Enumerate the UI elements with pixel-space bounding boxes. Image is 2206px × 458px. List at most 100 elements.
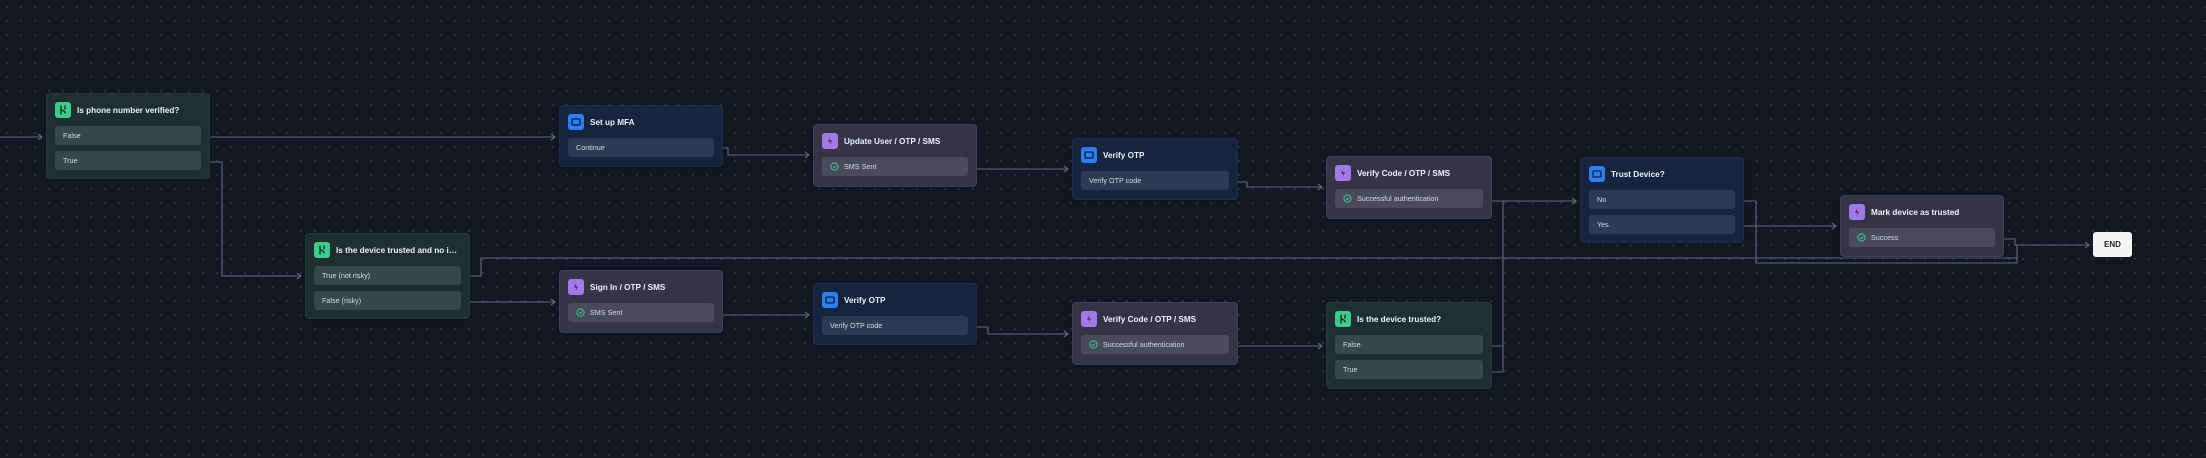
node-verify-code-otp-sms-bottom[interactable]: Verify Code / OTP / SMS Successful authe… [1072,302,1238,365]
branch-true-not-risky[interactable]: True (not risky) [314,266,461,285]
end-label: END [2104,240,2121,249]
node-is-device-trusted-and-no-impossible-travel[interactable]: Is the device trusted and no imp... True… [305,233,470,319]
branch-icon [1335,311,1351,327]
edge-arrowhead [2084,241,2090,249]
branch-label: False (risky) [322,296,362,305]
branch-continue[interactable]: Continue [568,138,714,157]
edge-verify-otp-to-verify-code [1234,181,1322,188]
branch-yes[interactable]: Yes [1589,215,1735,234]
check-circle-icon [1857,233,1866,242]
check-circle-icon [830,162,839,171]
edge-arrowhead [296,272,302,280]
branch-label: False [1343,340,1361,349]
node-header: Is the device trusted and no imp... [314,241,461,259]
branch-label: True (not risky) [322,271,371,280]
node-title: Is phone number verified? [77,105,180,115]
screen-icon [822,292,838,308]
node-header: Verify Code / OTP / SMS [1335,164,1483,182]
branch-successful-authentication[interactable]: Successful authentication [1081,335,1229,354]
node-title: Verify Code / OTP / SMS [1357,168,1451,178]
branch-success[interactable]: Success [1849,228,1995,247]
edge-arrowhead [804,151,810,159]
node-verify-code-otp-sms-top[interactable]: Verify Code / OTP / SMS Successful authe… [1326,156,1492,219]
edge-arrowhead [1317,342,1323,350]
edge-arrowhead [550,133,556,141]
lightning-icon [822,133,838,149]
node-set-up-mfa[interactable]: Set up MFA Continue [559,105,723,167]
branch-false-risky[interactable]: False (risky) [314,291,461,310]
edge-setup-mfa-to-update-user [719,147,809,156]
node-title: Set up MFA [590,117,635,127]
node-verify-otp-bottom[interactable]: Verify OTP Verify OTP code [813,283,977,345]
branch-no[interactable]: No [1589,190,1735,209]
edge-arrowhead [37,133,43,141]
branch-label: SMS Sent [590,308,623,317]
lightning-icon [1849,204,1865,220]
node-trust-device[interactable]: Trust Device? No Yes [1580,157,1744,243]
edge-arrowhead [1831,222,1837,230]
branch-true[interactable]: True [55,151,201,170]
branch-sms-sent[interactable]: SMS Sent [568,303,714,322]
node-is-the-device-trusted[interactable]: Is the device trusted? False True [1326,302,1492,389]
branch-verify-otp-code[interactable]: Verify OTP code [822,316,968,335]
edge-arrowhead [1317,183,1323,191]
node-title: Verify OTP [1103,150,1145,160]
branch-label: No [1597,195,1607,204]
branch-false[interactable]: False [55,126,201,145]
node-title: Is the device trusted? [1357,314,1442,324]
lightning-icon [568,279,584,295]
branch-label: Continue [576,143,605,152]
lightning-icon [1335,165,1351,181]
screen-icon [568,114,584,130]
branch-icon [55,102,71,118]
node-header: Verify OTP [822,291,968,309]
branch-label: Verify OTP code [1089,176,1142,185]
edge-verify-otp-to-verify-code [973,326,1068,335]
branch-verify-otp-code[interactable]: Verify OTP code [1081,171,1229,190]
lightning-icon [1081,311,1097,327]
branch-label: Success [1871,233,1899,242]
end-node[interactable]: END [2093,232,2132,257]
edge-arrowhead [1063,165,1069,173]
edge-arrowhead [804,311,810,319]
branch-icon [314,242,330,258]
branch-true[interactable]: True [1335,360,1483,379]
branch-label: Successful authentication [1103,340,1185,349]
node-sign-in-otp-sms[interactable]: Sign In / OTP / SMS SMS Sent [559,270,723,333]
branch-successful-authentication[interactable]: Successful authentication [1335,189,1483,208]
node-header: Verify Code / OTP / SMS [1081,310,1229,328]
node-mark-device-as-trusted[interactable]: Mark device as trusted Success [1840,195,2004,257]
branch-label: Successful authentication [1357,194,1439,203]
node-title: Verify OTP [844,295,886,305]
edge-arrowhead [1571,197,1577,205]
node-title: Mark device as trusted [1871,207,1960,217]
check-circle-icon [1089,340,1098,349]
node-verify-otp-top[interactable]: Verify OTP Verify OTP code [1072,138,1238,200]
node-header: Is the device trusted? [1335,310,1483,328]
node-update-user-otp-sms[interactable]: Update User / OTP / SMS SMS Sent [813,124,977,187]
edge-arrowhead [1063,330,1069,338]
node-is-phone-number-verified[interactable]: Is phone number verified? False True [46,93,210,179]
edge-mark-trusted-to-end [2000,238,2089,246]
check-circle-icon [576,308,585,317]
check-circle-icon [1343,194,1352,203]
screen-icon [1589,166,1605,182]
branch-false[interactable]: False [1335,335,1483,354]
branch-label: SMS Sent [844,162,877,171]
node-header: Is phone number verified? [55,101,201,119]
branch-label: True [63,156,78,165]
node-header: Verify OTP [1081,146,1229,164]
node-title: Is the device trusted and no imp... [336,245,461,255]
node-header: Set up MFA [568,113,714,131]
branch-sms-sent[interactable]: SMS Sent [822,157,968,176]
branch-label: True [1343,365,1358,374]
node-title: Trust Device? [1611,169,1665,179]
branch-label: Yes [1597,220,1609,229]
node-title: Update User / OTP / SMS [844,136,941,146]
node-header: Mark device as trusted [1849,203,1995,221]
branch-label: False [63,131,81,140]
node-header: Update User / OTP / SMS [822,132,968,150]
screen-icon [1081,147,1097,163]
branch-label: Verify OTP code [830,321,883,330]
